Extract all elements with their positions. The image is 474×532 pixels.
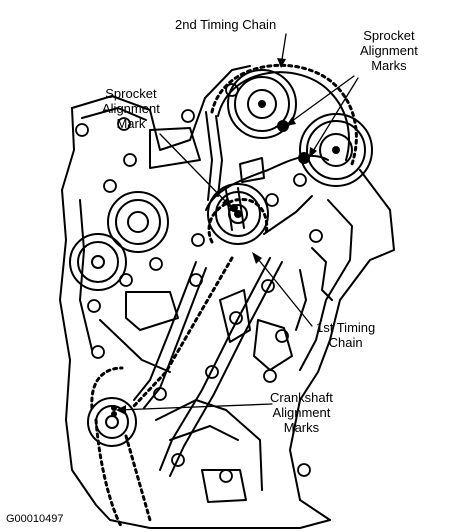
left-camshaft-sprocket (107, 191, 169, 253)
label-2nd-timing-chain: 2nd Timing Chain (175, 17, 277, 32)
label-crankshaft-alignment-marks: Crankshaft Alignment Marks (270, 390, 333, 435)
bolts (75, 83, 323, 483)
label-sprocket-alignment-marks: Sprocket Alignment Marks (360, 28, 418, 73)
second-timing-chain (205, 63, 358, 211)
upper-left-camshaft-sprocket (227, 69, 297, 139)
first-timing-chain (90, 195, 313, 530)
pulley-left (69, 233, 127, 291)
figure-code: G00010497 (6, 513, 64, 525)
alignment-marks (111, 120, 310, 417)
label-1st-timing-chain: 1st Timing Chain (316, 320, 376, 350)
label-sprocket-alignment-mark: Sprocket Alignment Mark (102, 86, 160, 131)
idler-sprocket (207, 183, 269, 245)
crankshaft-sprocket (87, 397, 137, 447)
arrowheads (116, 58, 317, 415)
